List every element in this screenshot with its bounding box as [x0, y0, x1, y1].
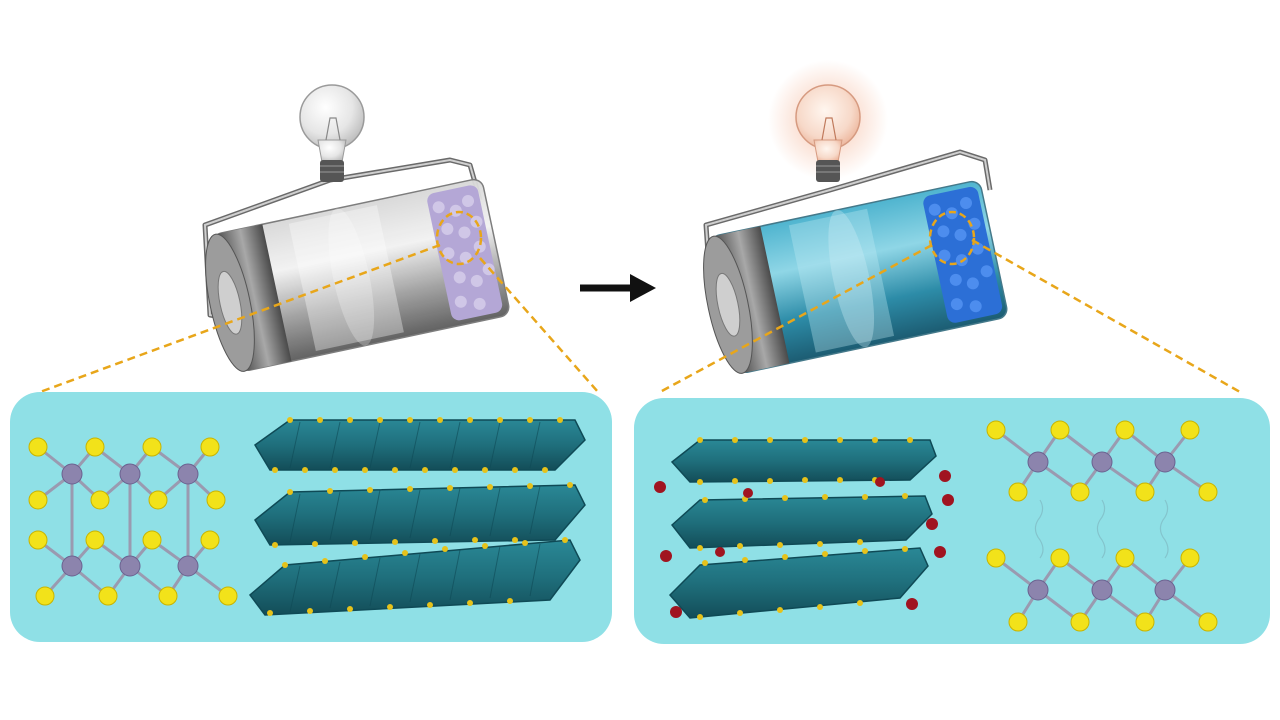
right-callout-line-b — [971, 238, 1241, 394]
left-callout-line-b — [479, 257, 599, 393]
left-battery — [202, 84, 510, 372]
right-bulb — [768, 60, 888, 182]
intercalant-ions — [654, 470, 954, 618]
right-callout-circle — [928, 210, 976, 266]
right-battery — [703, 60, 1008, 374]
right-arrow-icon — [580, 274, 656, 302]
right-octahedra-stack — [668, 437, 937, 620]
right-panel — [634, 398, 1270, 644]
right-electrode — [923, 186, 1003, 323]
left-callout-circle — [435, 210, 483, 266]
left-bulb — [299, 84, 365, 182]
left-lattice — [28, 437, 238, 606]
left-octahedra-stack — [248, 417, 586, 616]
left-callout-line-a — [39, 243, 441, 394]
right-lattice — [986, 420, 1218, 632]
left-panel — [10, 392, 612, 642]
